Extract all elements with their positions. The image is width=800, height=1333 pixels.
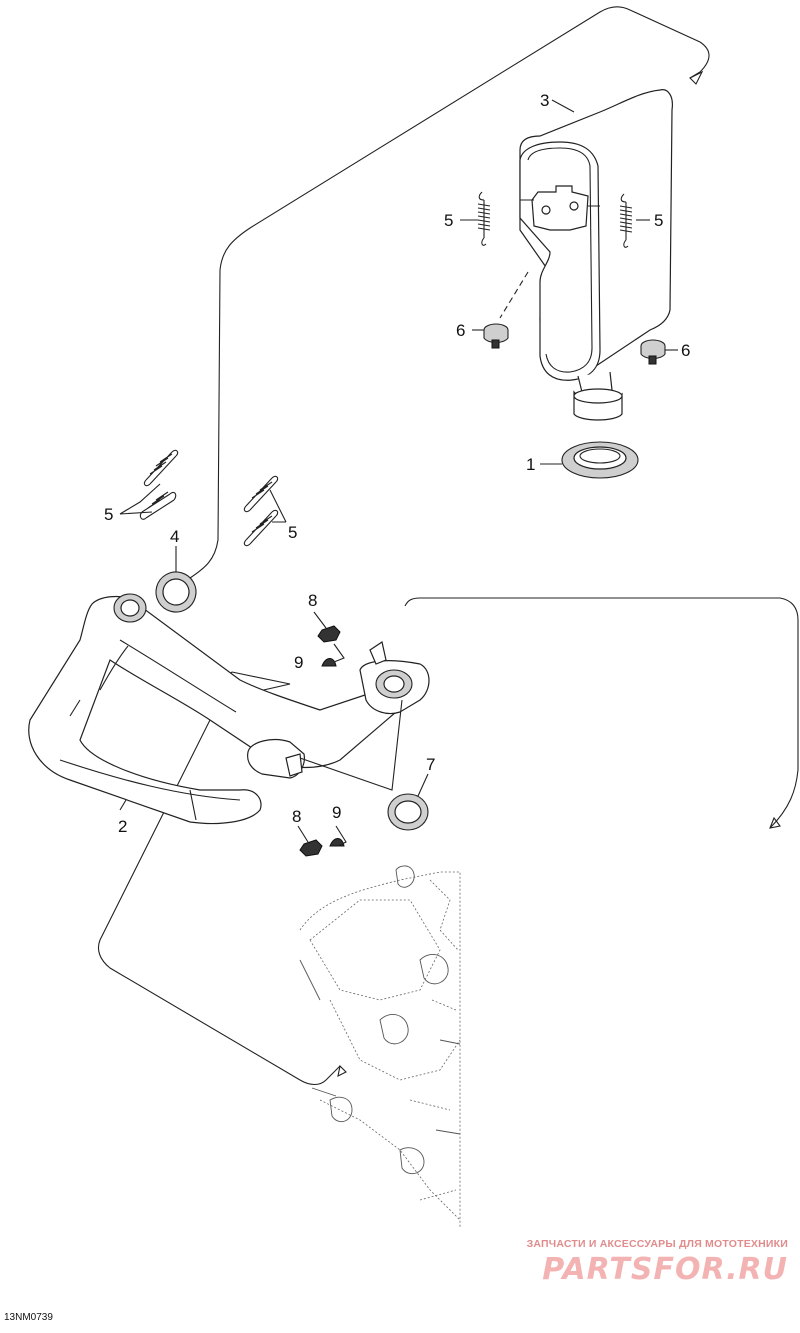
- callout-5-muffler-left: 5: [444, 211, 453, 230]
- watermark-logo: PARTSFOR.RU: [542, 1252, 788, 1287]
- callout-3: 3: [540, 91, 549, 110]
- callout-5-muffler-right: 5: [654, 211, 663, 230]
- rubber-mount-left: [483, 323, 509, 349]
- callout-8-upper: 8: [308, 591, 317, 610]
- callout-6-left: 6: [456, 321, 465, 340]
- callout-9-lower: 9: [332, 803, 341, 822]
- washer-upper: [321, 643, 345, 667]
- callout-6-right: 6: [681, 341, 690, 360]
- nut-lower: [297, 825, 323, 857]
- callout-9-upper: 9: [294, 653, 303, 672]
- callout-2: 2: [118, 817, 127, 836]
- spring-group-left: [139, 449, 179, 520]
- callout-5-left-cluster: 5: [104, 505, 113, 524]
- watermark: ЗАПЧАСТИ И АКСЕССУАРЫ ДЛЯ МОТОТЕХНИКИ PA…: [488, 1238, 788, 1287]
- engine-background: [299, 865, 461, 1228]
- spring-upper-left: [477, 191, 491, 246]
- rubber-mount-right: [640, 339, 666, 365]
- spring-group-center: [243, 475, 279, 547]
- spring-upper-right: [619, 193, 633, 248]
- callout-1: 1: [526, 455, 535, 474]
- gasket-right: [387, 793, 429, 831]
- nut-upper: [313, 611, 341, 643]
- routing-outline-top: [189, 6, 710, 579]
- drawing-code: 13NM0739: [4, 1312, 53, 1323]
- exhaust-pipe: [28, 593, 430, 825]
- gasket-left: [155, 571, 197, 613]
- callout-7: 7: [426, 755, 435, 774]
- washer-lower: [329, 825, 347, 847]
- leader-lines: [119, 99, 678, 811]
- gasket-ring: [561, 441, 639, 479]
- callout-4: 4: [170, 527, 179, 546]
- muffler: [499, 89, 673, 421]
- watermark-tagline: ЗАПЧАСТИ И АКСЕССУАРЫ ДЛЯ МОТОТЕХНИКИ: [526, 1238, 788, 1250]
- callout-5-center-cluster: 5: [288, 523, 297, 542]
- routing-outline-right: [404, 597, 799, 829]
- callout-8-lower: 8: [292, 807, 301, 826]
